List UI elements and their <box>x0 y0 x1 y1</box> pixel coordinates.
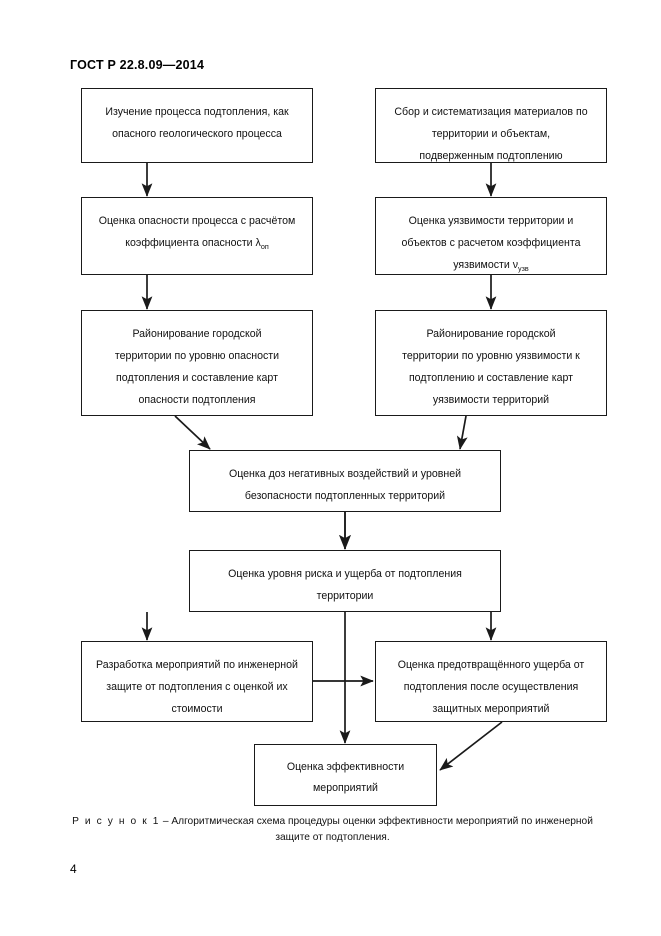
nu-symbol: ν <box>512 259 519 271</box>
flow-node-text-part: Оценка опасности процесса с расчётом коэ… <box>98 215 296 249</box>
flow-node-collect-materials[interactable]: Сбор и систематизация материалов по терр… <box>375 88 607 163</box>
figure-caption-text: Алгоритмическая схема процедуры оценки э… <box>171 816 593 843</box>
flow-node-label: Районирование городской территории по ур… <box>402 328 580 406</box>
flow-node-label: Сбор и систематизация материалов по терр… <box>394 106 588 162</box>
flow-node-text-part: Оценка уязвимости территории и объектов … <box>401 215 581 271</box>
flow-node-label: Оценка эффективности мероприятий <box>286 761 405 794</box>
flow-node-hazard-zoning[interactable]: Районирование городской территории по ур… <box>81 310 313 416</box>
flow-node-effectiveness-assessment[interactable]: Оценка эффективности мероприятий <box>254 744 437 806</box>
flow-node-dose-safety-assessment[interactable]: Оценка доз негативных воздействий и уров… <box>189 450 501 512</box>
flow-node-vulnerability-zoning[interactable]: Районирование городской территории по ур… <box>375 310 607 416</box>
page-number: 4 <box>70 862 77 876</box>
connector-n6-n7 <box>456 415 468 450</box>
flow-node-label: Оценка доз негативных воздействий и уров… <box>228 468 462 502</box>
flow-node-label: Оценка опасности процесса с расчётом коэ… <box>89 210 306 255</box>
standard-header: ГОСТ Р 22.8.09—2014 <box>70 58 205 72</box>
flow-node-vulnerability-assessment[interactable]: Оценка уязвимости территории и объектов … <box>375 197 607 275</box>
figure-caption-dash: – <box>162 816 169 827</box>
connector-n10-n11 <box>439 721 503 771</box>
flow-node-label: Оценка уязвимости территории и объектов … <box>392 210 591 277</box>
lambda-symbol: λ <box>255 237 261 249</box>
flow-node-label: Оценка предотвращённого ущерба от подтоп… <box>397 659 585 715</box>
figure-caption: Р и с у н о к 1 – Алгоритмическая схема … <box>60 814 605 846</box>
flow-node-label: Районирование городской территории по ур… <box>114 328 280 406</box>
lambda-subscript: оп <box>260 241 269 251</box>
flow-node-protection-measures-development[interactable]: Разработка мероприятий по инженерной защ… <box>81 641 313 722</box>
figure-caption-lead: Р и с у н о к 1 <box>72 816 160 827</box>
nu-subscript: узв <box>518 263 529 273</box>
connector-n5-n7 <box>174 415 211 450</box>
flow-node-label: Оценка уровня риска и ущерба от подтопле… <box>228 568 462 602</box>
flow-node-label: Изучение процесса подтопления, как опасн… <box>105 106 289 140</box>
flow-node-label: Разработка мероприятий по инженерной защ… <box>96 659 298 715</box>
flow-node-prevented-damage-assessment[interactable]: Оценка предотвращённого ущерба от подтоп… <box>375 641 607 722</box>
flow-node-risk-damage-assessment[interactable]: Оценка уровня риска и ущерба от подтопле… <box>189 550 501 612</box>
flow-node-hazard-assessment[interactable]: Оценка опасности процесса с расчётом коэ… <box>81 197 313 275</box>
flow-node-study-process[interactable]: Изучение процесса подтопления, как опасн… <box>81 88 313 163</box>
